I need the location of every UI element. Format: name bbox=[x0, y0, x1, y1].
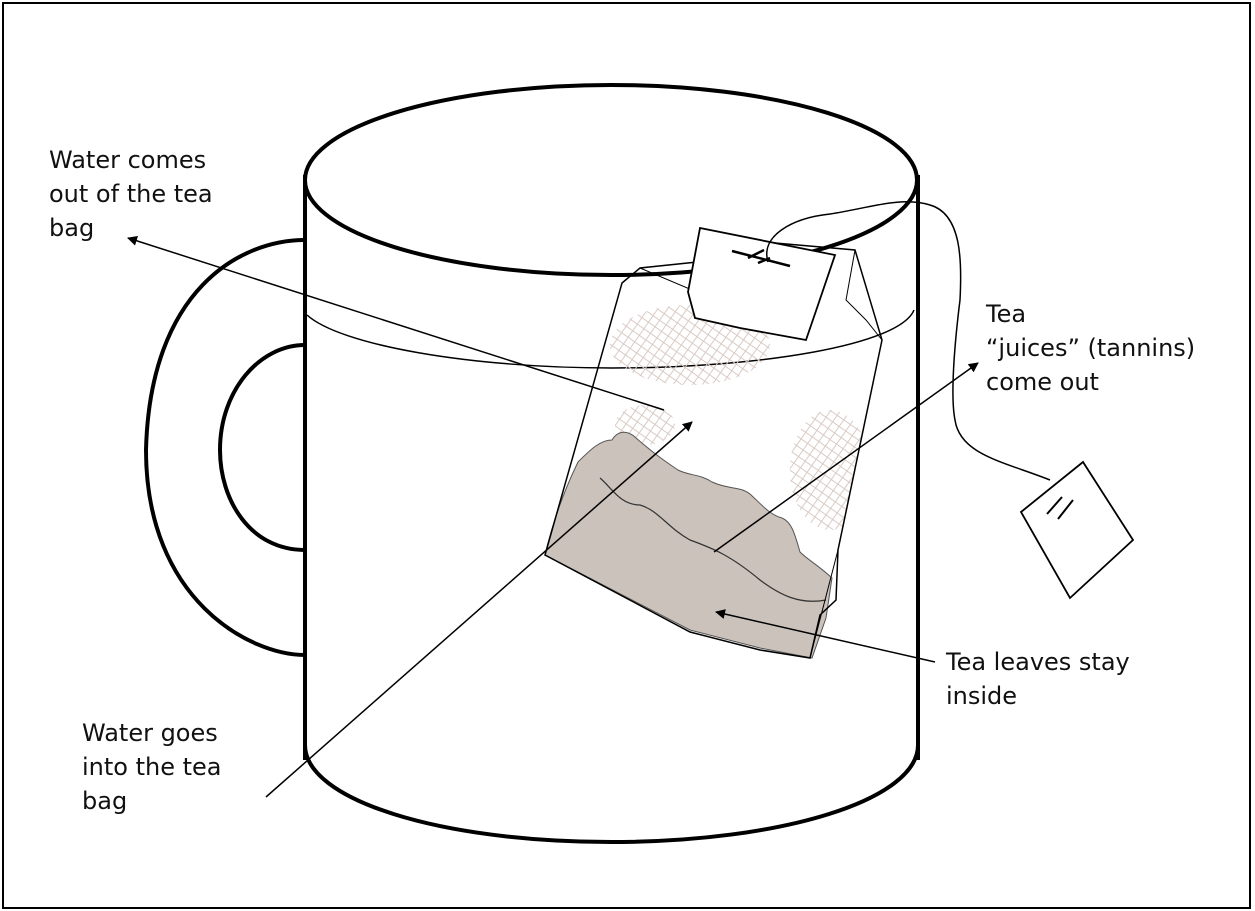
mug-handle-inner bbox=[220, 345, 305, 550]
water-surface bbox=[307, 310, 914, 368]
mug-rim bbox=[305, 85, 917, 275]
mug-handle bbox=[146, 240, 305, 655]
mug-bottom bbox=[305, 745, 918, 842]
arrow-water-out bbox=[128, 238, 664, 410]
label-water-comes-out: Water comes out of the tea bag bbox=[49, 143, 279, 245]
label-tea-leaves-stay: Tea leaves stay inside bbox=[946, 645, 1226, 713]
arrow-tannins bbox=[714, 363, 978, 552]
arrow-water-in bbox=[266, 422, 692, 797]
tea-bag bbox=[545, 228, 882, 658]
arrows bbox=[128, 238, 978, 797]
label-tannins-come-out: Tea “juices” (tannins) come out bbox=[986, 297, 1246, 399]
tea-tag bbox=[1021, 462, 1133, 598]
tea-leaves bbox=[545, 432, 832, 658]
label-water-goes-in: Water goes into the tea bag bbox=[82, 716, 282, 818]
